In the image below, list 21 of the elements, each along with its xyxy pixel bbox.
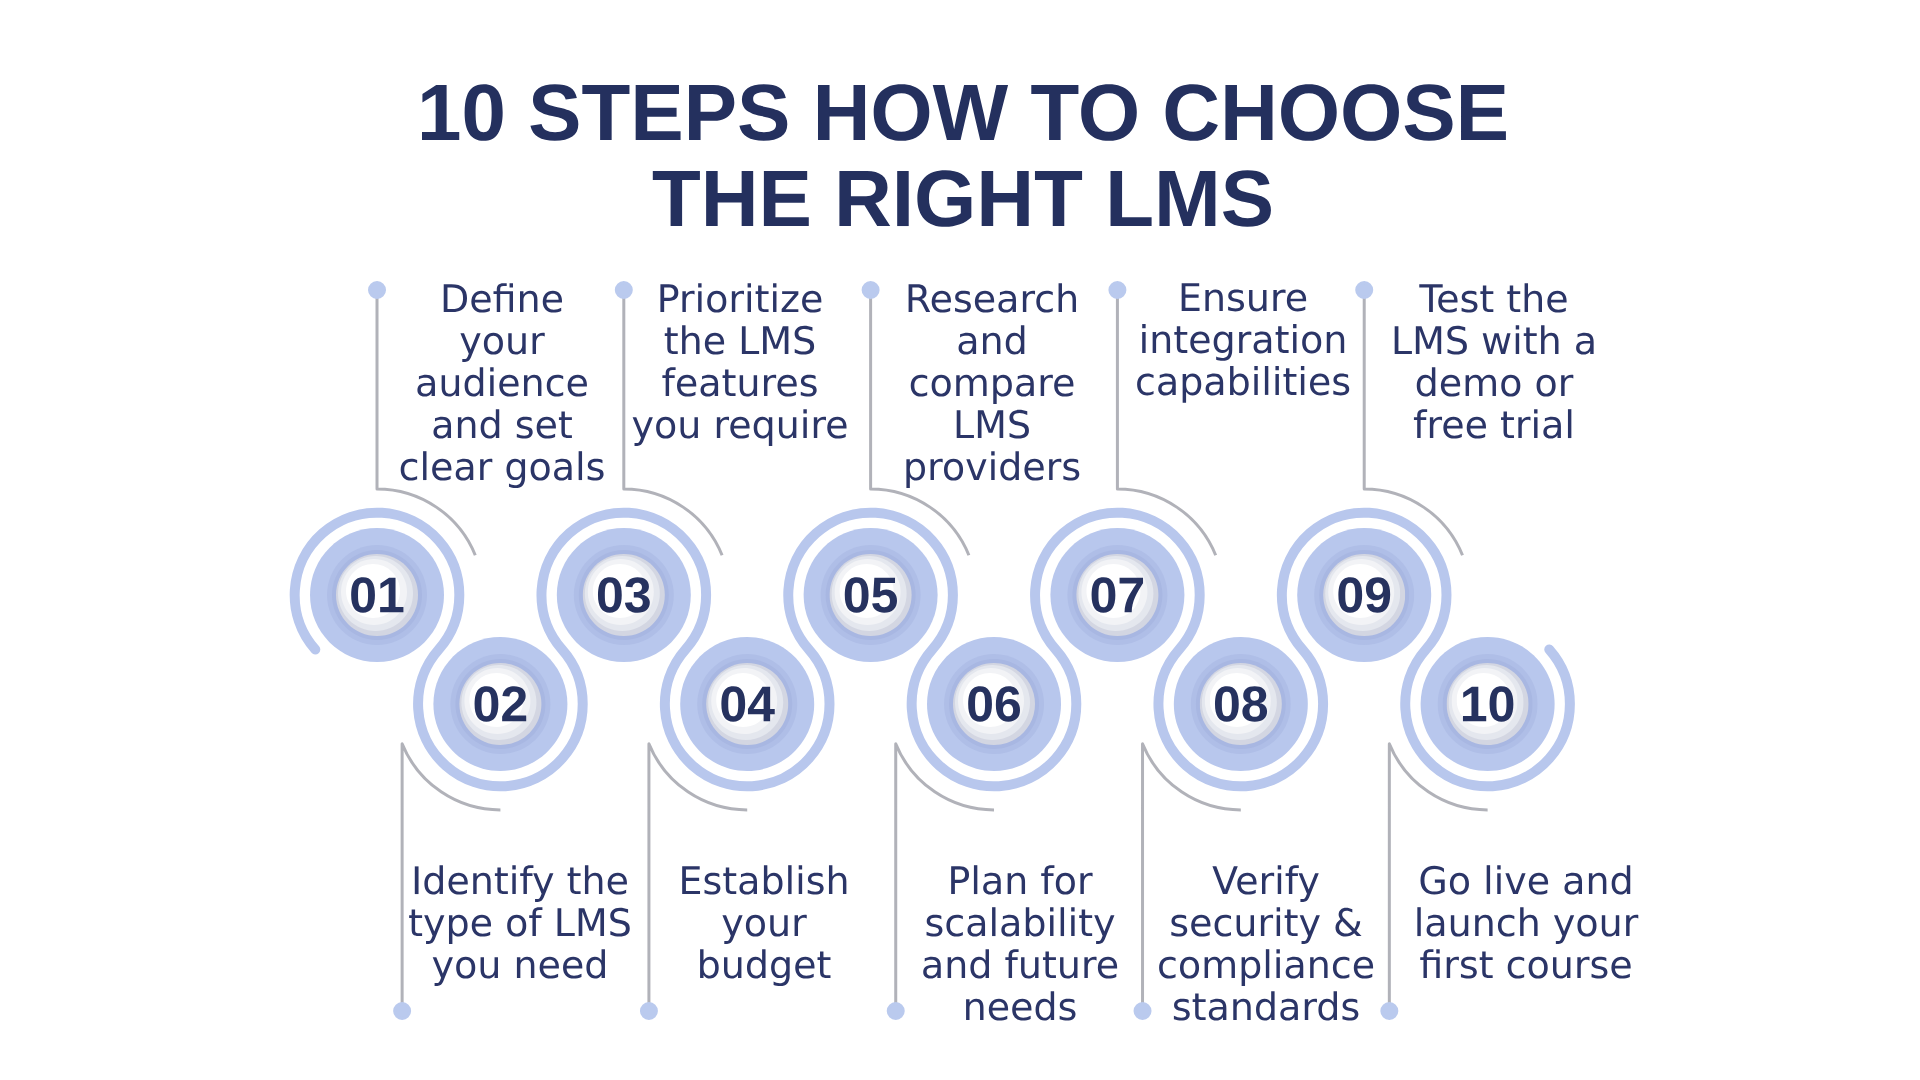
leader-line <box>1380 742 1488 1020</box>
step-text: Identify the type of LMS you need <box>409 865 630 986</box>
leader-line <box>368 281 477 556</box>
step-text: Define your audience and set clear goals <box>400 283 604 488</box>
step-text: Ensure integration capabilities <box>1137 283 1350 403</box>
step-text: Plan for scalability and future needs <box>923 865 1118 1021</box>
step-text: Prioritize the LMS features you require <box>632 283 847 446</box>
leader-line <box>639 742 748 1020</box>
step-text: Verify security & compliance standards <box>1159 865 1374 1021</box>
leader-line <box>1355 281 1464 556</box>
leader-line <box>1108 281 1218 556</box>
step-text: Research and compare LMS providers <box>906 283 1080 488</box>
leader-line <box>614 281 724 556</box>
leader-line <box>393 742 501 1020</box>
leader-line <box>886 742 995 1020</box>
leader-line <box>1133 742 1241 1020</box>
step-text: Test the LMS with a demo or free trial <box>1394 283 1594 439</box>
title: 10 STEPS HOW TO CHOOSE THE RIGHT LMS <box>422 84 1506 227</box>
step-text: Establish your budget <box>682 865 847 986</box>
leader-line <box>861 281 971 556</box>
step-text: Go live and launch your first course <box>1417 865 1639 979</box>
